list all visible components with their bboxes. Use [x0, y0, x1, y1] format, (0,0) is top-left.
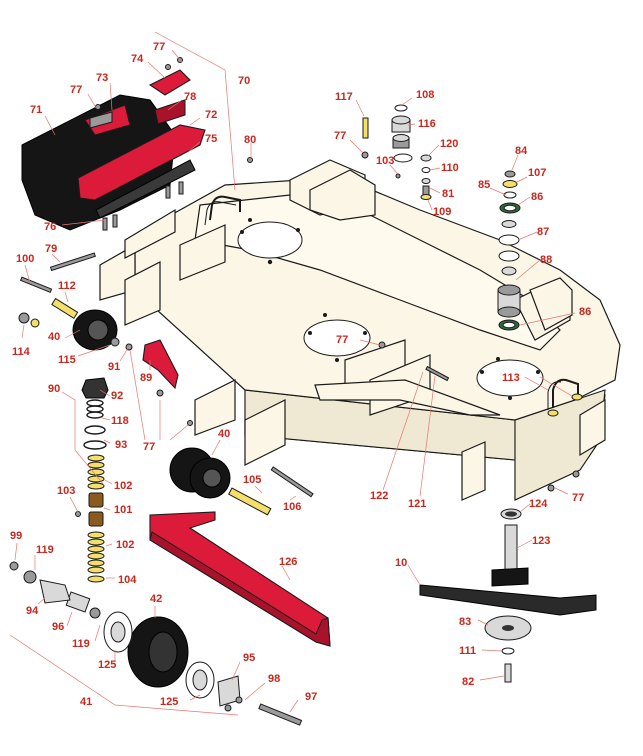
callout: 88 — [540, 254, 552, 266]
callout: 103 — [376, 155, 394, 167]
callout: 112 — [58, 280, 76, 292]
callout: 72 — [205, 109, 217, 121]
callout: 109 — [433, 206, 451, 218]
callout: 99 — [10, 530, 22, 542]
callout: 76 — [44, 221, 56, 233]
callout: 90 — [48, 383, 60, 395]
callout: 77 — [336, 334, 348, 346]
mower-deck — [99, 159, 621, 501]
discharge-shield-assembly — [21, 69, 206, 231]
callout: 103 — [57, 485, 75, 497]
callout: 114 — [12, 346, 31, 358]
callout: 87 — [537, 226, 549, 238]
callout: 96 — [52, 621, 64, 633]
callout: 113 — [502, 372, 520, 384]
callout: 100 — [16, 253, 34, 265]
callout: 102 — [116, 539, 134, 551]
callout: 102 — [114, 480, 132, 492]
callout: 104 — [118, 574, 137, 586]
callout: 10 — [395, 557, 407, 569]
callout: 106 — [283, 501, 301, 513]
front-caster-wheel-1 — [51, 297, 118, 351]
loose-hardware — [18, 57, 583, 712]
callout: 77 — [70, 84, 82, 96]
callout: 92 — [111, 390, 123, 402]
callout: 93 — [115, 439, 127, 451]
callout: 111 — [459, 645, 476, 657]
callout: 40 — [48, 331, 60, 343]
callout: 80 — [244, 134, 256, 146]
callout: 81 — [442, 188, 454, 200]
caster-bracket — [142, 339, 179, 390]
rear-wheel-assembly — [9, 561, 303, 726]
callout: 98 — [268, 673, 280, 685]
center-spindle-parts — [361, 104, 432, 200]
callout: 122 — [370, 490, 388, 502]
callout: 115 — [58, 354, 76, 366]
callout: 123 — [532, 535, 550, 547]
spring-stack — [81, 377, 109, 583]
callout: 105 — [243, 474, 261, 486]
callout: 125 — [160, 696, 178, 708]
callout: 110 — [441, 162, 459, 174]
callout: 74 — [131, 53, 144, 65]
callout: 84 — [515, 145, 528, 157]
callout: 119 — [72, 638, 90, 650]
blade-assembly — [419, 508, 597, 683]
callout: 124 — [529, 498, 548, 510]
callout: 71 — [30, 104, 42, 116]
callout: 108 — [416, 89, 434, 101]
callout: 120 — [440, 138, 458, 150]
callout: 94 — [26, 605, 39, 617]
callout: 117 — [335, 91, 353, 103]
callout: 75 — [205, 133, 217, 145]
deflector-bar-edge — [149, 531, 331, 647]
callout: 79 — [45, 243, 57, 255]
callout: 86 — [579, 306, 591, 318]
callout: 82 — [462, 676, 474, 688]
right-spindle-parts — [497, 170, 521, 331]
callout: 116 — [418, 118, 436, 130]
callout: 41 — [80, 696, 92, 708]
callout: 77 — [334, 130, 346, 142]
callout: 83 — [459, 616, 471, 628]
callout: 42 — [150, 593, 162, 605]
callout: 95 — [243, 652, 255, 664]
callout: 118 — [111, 415, 129, 427]
callout: 85 — [478, 179, 490, 191]
callout: 86 — [531, 191, 543, 203]
callout: 77 — [143, 441, 155, 453]
callout: 125 — [98, 659, 116, 671]
callout: 89 — [140, 372, 152, 384]
callout: 73 — [96, 72, 108, 84]
front-caster-wheel-2 — [169, 447, 272, 516]
leader-lines — [9, 31, 576, 716]
callout: 91 — [108, 361, 120, 373]
callout: 101 — [114, 504, 132, 516]
callout: 107 — [528, 167, 546, 179]
callout: 121 — [408, 498, 426, 510]
callout: 119 — [36, 544, 54, 556]
callout-labels: 77 74 70 73 77 78 71 72 75 80 76 79 100 … — [10, 41, 591, 708]
callout: 77 — [153, 41, 165, 53]
callout: 78 — [184, 91, 196, 103]
callout: 97 — [305, 691, 317, 703]
callout: 70 — [238, 75, 250, 87]
callout: 40 — [218, 428, 230, 440]
callout: 126 — [279, 556, 297, 568]
callout: 77 — [572, 492, 584, 504]
